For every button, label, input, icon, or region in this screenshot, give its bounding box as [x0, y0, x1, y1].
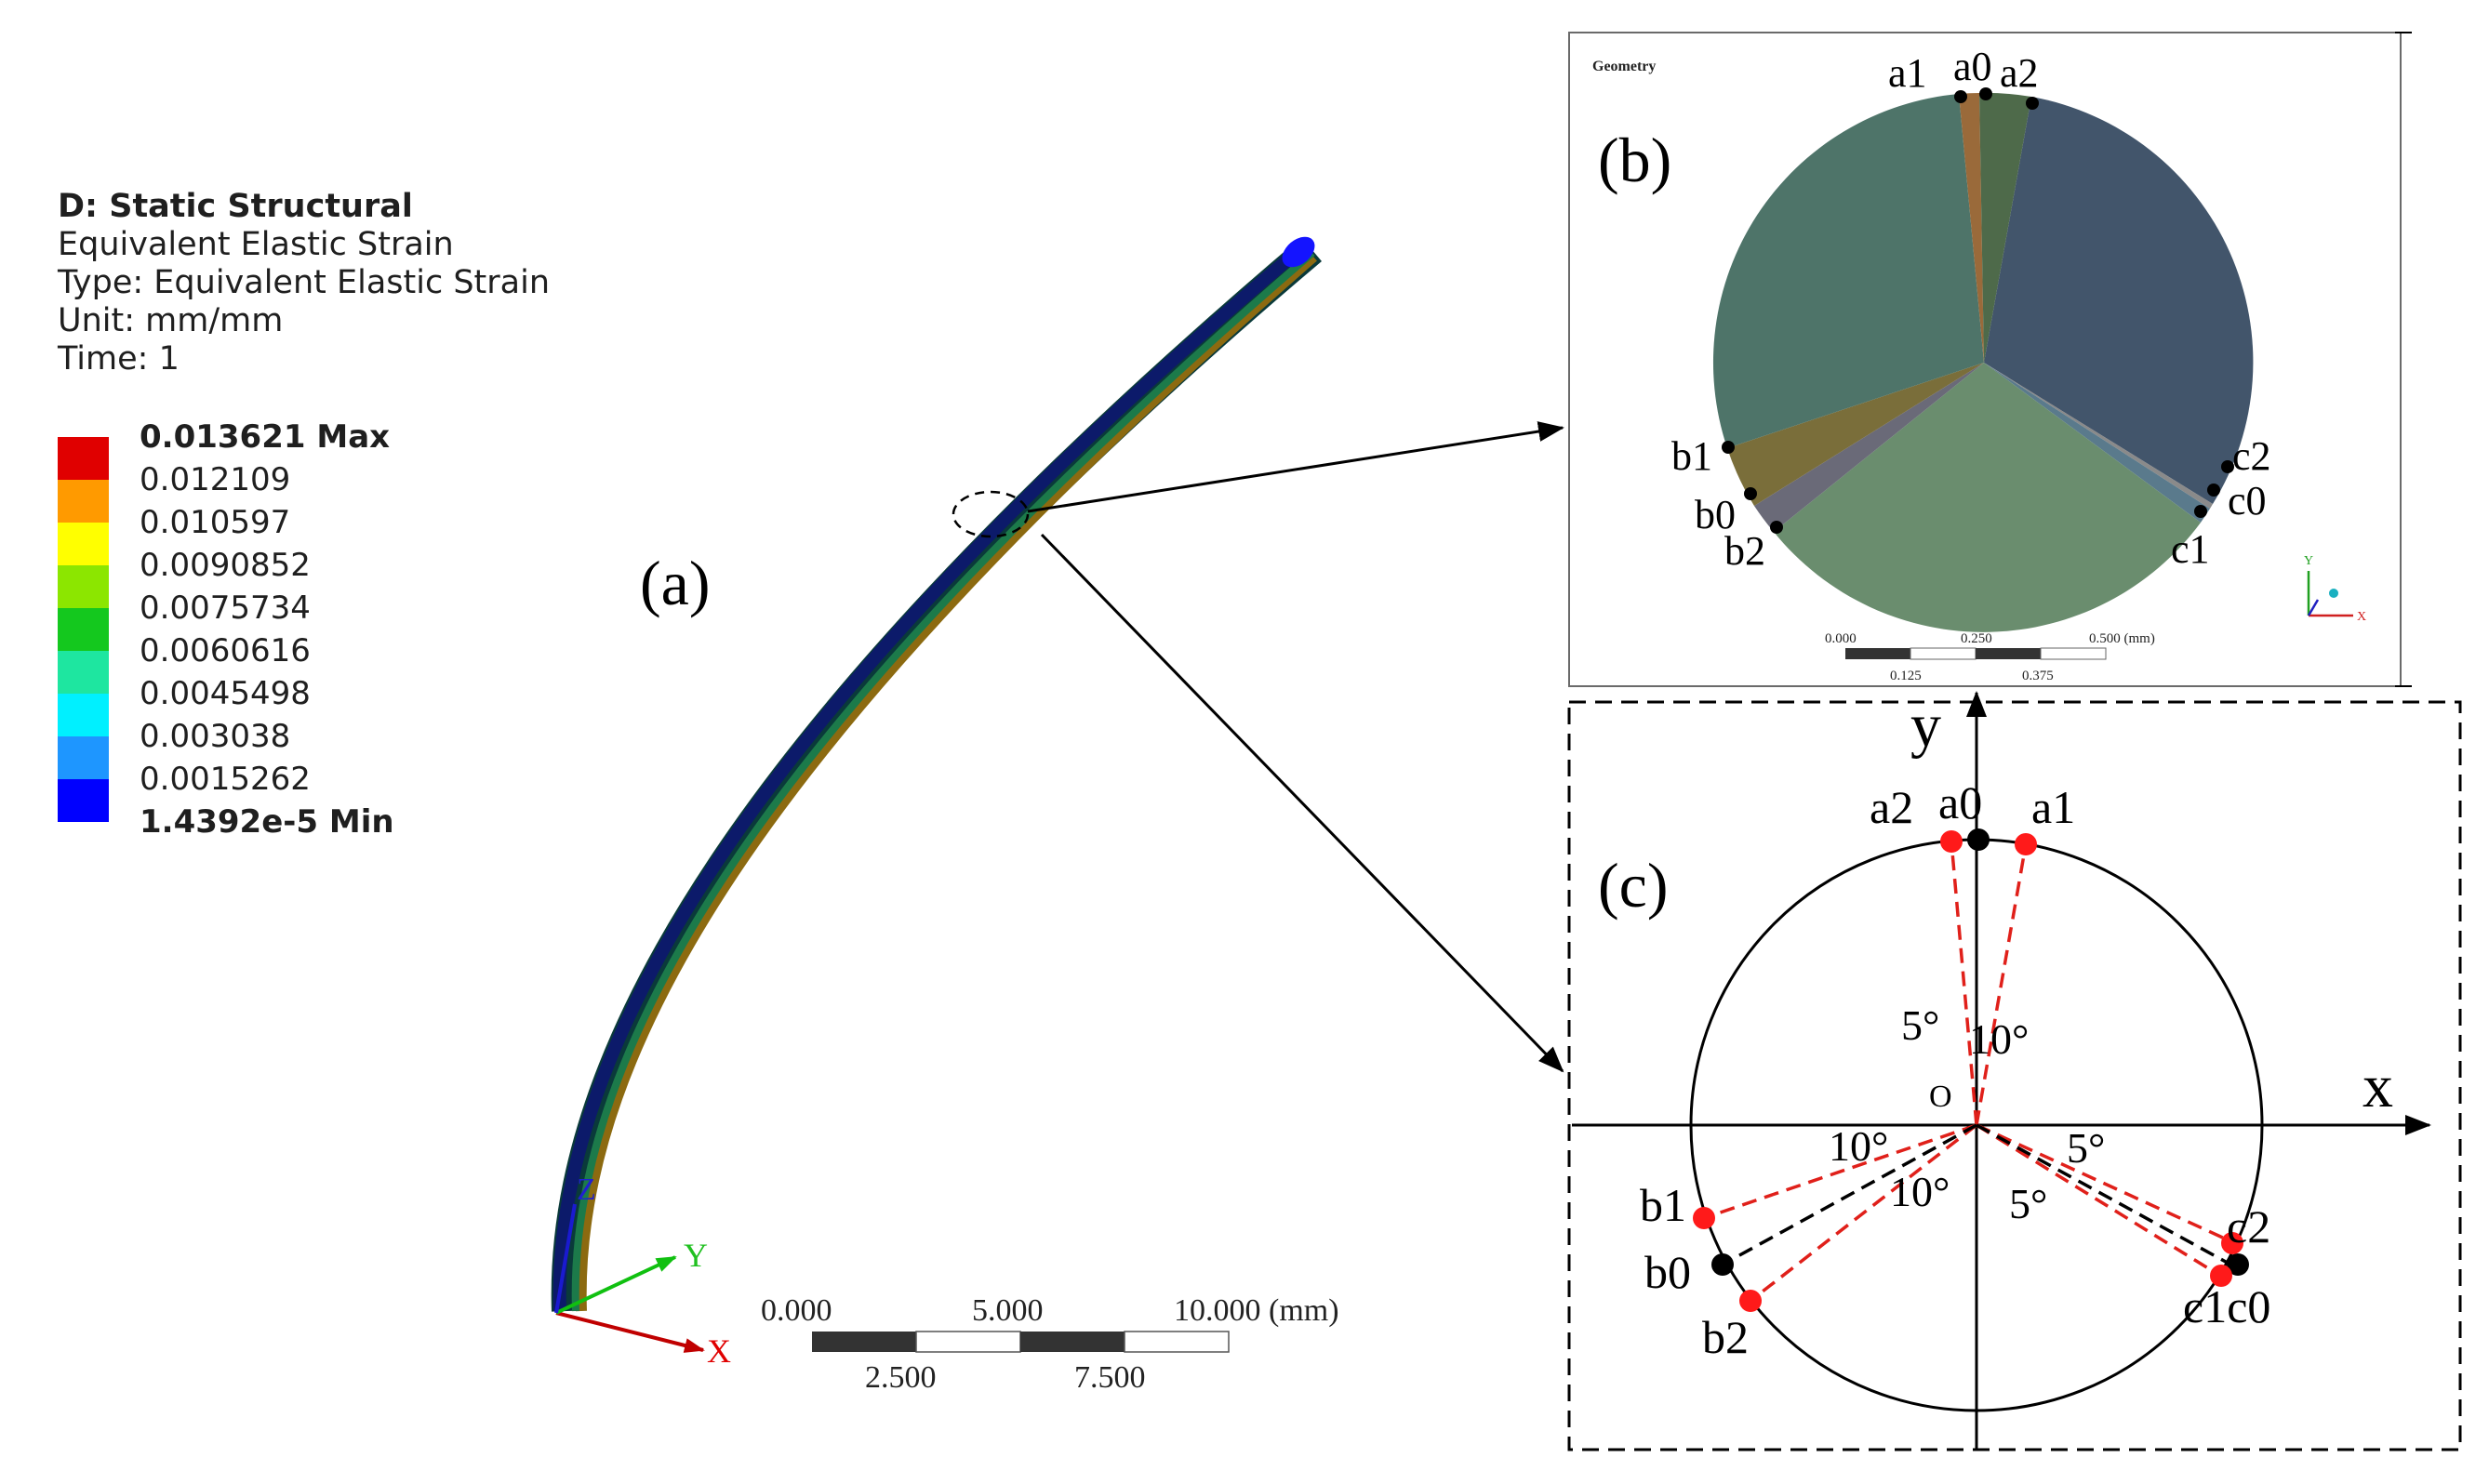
legend-level: 0.0015262: [140, 761, 311, 798]
legend-swatch: [58, 736, 109, 779]
arrow-to-panel-c: [1040, 533, 1564, 1073]
scale-bar-a: [812, 1331, 1230, 1353]
panel-b-label: (b): [1598, 125, 1671, 195]
point-c-a1: a1: [2031, 781, 2075, 833]
angle-10-top: 10°: [1969, 1015, 2029, 1063]
triad-b-x: X: [2357, 610, 2366, 624]
legend-swatch: [58, 779, 109, 822]
point-c-a0: a0: [1938, 776, 1982, 828]
legend-swatch: [58, 694, 109, 736]
scale-a-5: 5.000: [972, 1293, 1044, 1328]
scale-b-500: 0.500 (mm): [2089, 631, 2155, 646]
point-c-b0: b0: [1644, 1246, 1691, 1298]
scale-b-0: 0.000: [1825, 631, 1857, 646]
axis-z-label-a: Z: [577, 1173, 596, 1207]
axis-triad-a: [554, 1203, 705, 1353]
legend-level: 0.0060616: [140, 632, 311, 669]
point-b-b0: b0: [1695, 492, 1736, 537]
point-c-c1c0: c1c0: [2183, 1280, 2270, 1332]
legend-level-max: 0.013621 Max: [140, 418, 391, 456]
legend-subtitle: Equivalent Elastic Strain: [58, 226, 454, 263]
point-b-a0: a0: [1953, 44, 1992, 89]
legend-type: Type: Equivalent Elastic Strain: [58, 264, 551, 301]
point-b-c1: c1: [2171, 526, 2210, 572]
cross-section-pie: [1712, 92, 2254, 632]
angle-5-right-lower: 5°: [2009, 1180, 2047, 1227]
legend-level: 0.003038: [140, 718, 291, 755]
origin-label: O: [1929, 1080, 1952, 1114]
legend-level: 0.0075734: [140, 590, 311, 627]
legend-unit: Unit: mm/mm: [58, 302, 284, 339]
legend-level: 0.012109: [140, 461, 291, 498]
angle-5-right-upper: 5°: [2067, 1124, 2105, 1172]
legend-swatch: [58, 523, 109, 565]
rod-end-cap: [1282, 236, 1315, 268]
legend-level: 0.010597: [140, 504, 291, 541]
point-c-a2: a2: [1870, 781, 1913, 833]
point-b-a1: a1: [1888, 50, 1927, 96]
black-dashed-rays: [1722, 1123, 2235, 1268]
scale-a-10: 10.000 (mm): [1174, 1293, 1339, 1328]
section-points-c: [1693, 828, 2249, 1312]
axis-x-label-a: X: [707, 1332, 731, 1370]
legend-level-min: 1.4392e-5 Min: [140, 803, 394, 841]
axis-y-label-c: y: [1910, 692, 1941, 760]
result-legend-header: D: Static Structural Equivalent Elastic …: [58, 188, 550, 378]
scale-a-2-5: 2.500: [865, 1360, 937, 1395]
panel-b-header: Geometry: [1592, 59, 1656, 74]
bent-rod: [551, 236, 1322, 1312]
legend-level: 0.0045498: [140, 675, 311, 712]
section-points-b: [1722, 87, 2234, 534]
point-b-b1: b1: [1671, 433, 1712, 479]
legend-swatch: [58, 651, 109, 694]
legend-swatch: [58, 480, 109, 523]
arrow-to-panel-b: [1027, 421, 1564, 513]
angle-10-left-lower: 10°: [1890, 1168, 1950, 1215]
triad-b-y: Y: [2304, 554, 2313, 568]
panel-c-label: (c): [1598, 850, 1668, 921]
section-marker-ellipse: [952, 490, 1030, 538]
legend-time: Time: 1: [58, 340, 180, 378]
legend-swatch: [58, 437, 109, 480]
point-b-a2: a2: [2000, 50, 2039, 96]
axis-x-label-c: x: [2363, 1053, 2393, 1120]
point-b-c2: c2: [2232, 433, 2271, 479]
point-b-c0: c0: [2228, 478, 2267, 523]
scale-a-0: 0.000: [761, 1293, 832, 1328]
scale-bar-b: [1845, 647, 2107, 660]
panel-c-frame: [1567, 700, 2462, 1451]
angle-5-top: 5°: [1901, 1001, 1939, 1049]
legend-swatch: [58, 565, 109, 608]
red-dashed-rays: [1703, 841, 2238, 1303]
panel-a-label: (a): [640, 548, 710, 618]
legend-title: D: Static Structural: [58, 188, 413, 225]
color-legend: 0.013621 Max 0.012109 0.010597 0.0090852…: [58, 418, 430, 841]
axis-triad-b: [2307, 571, 2353, 617]
scale-b-250: 0.250: [1961, 631, 1992, 646]
point-c-b1: b1: [1640, 1179, 1686, 1231]
scale-b-375: 0.375: [2022, 669, 2054, 683]
point-b-b2: b2: [1724, 528, 1765, 574]
legend-swatch: [58, 608, 109, 651]
point-c-b2: b2: [1702, 1311, 1749, 1363]
legend-level: 0.0090852: [140, 547, 311, 584]
angle-10-left-upper: 10°: [1829, 1122, 1888, 1170]
scale-b-125: 0.125: [1890, 669, 1922, 683]
axis-y-label-a: Y: [684, 1237, 708, 1274]
point-c-c2: c2: [2227, 1200, 2270, 1252]
scale-a-7-5: 7.500: [1074, 1360, 1146, 1395]
